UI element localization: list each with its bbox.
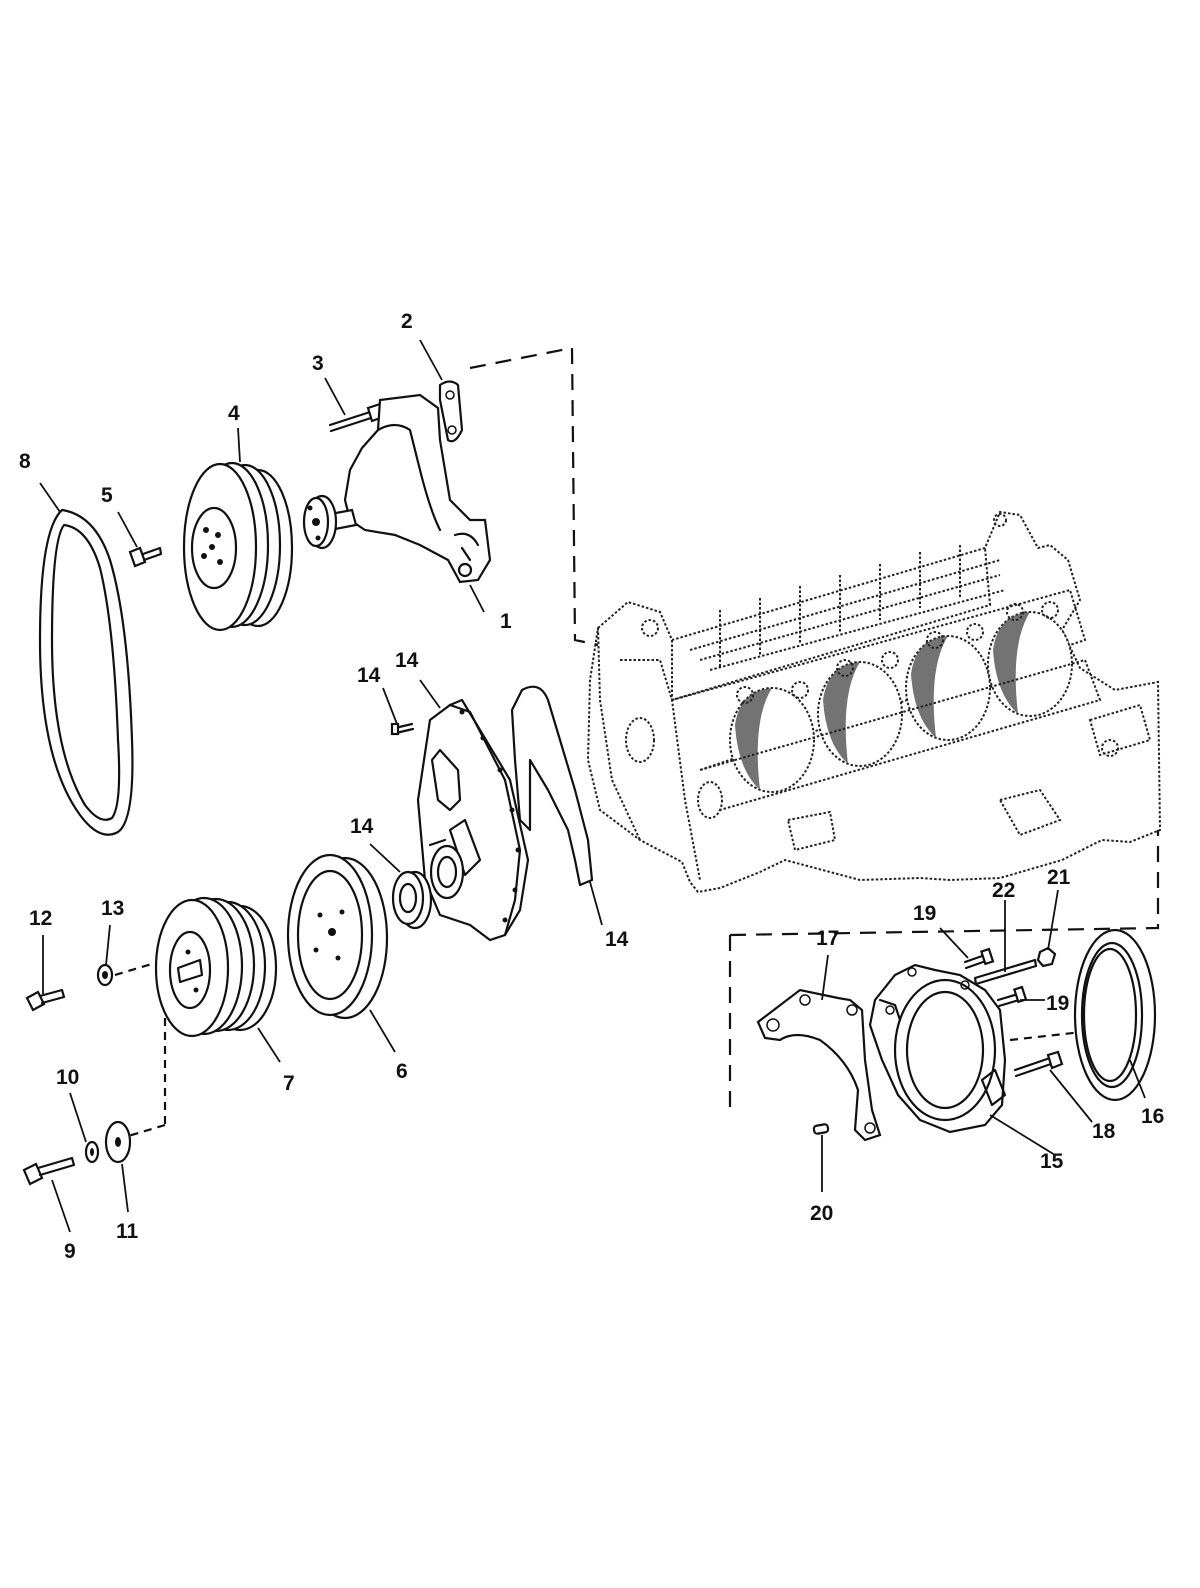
callout-13: 13 xyxy=(101,897,124,920)
rear-main-seal-icon xyxy=(1073,928,1157,1102)
callout-16: 16 xyxy=(1141,1105,1164,1128)
cylinder-bores xyxy=(729,611,1073,793)
harmonic-balancer-icon xyxy=(286,853,389,1020)
bolt-18-icon xyxy=(1013,1050,1064,1078)
timing-cover-icon xyxy=(416,698,530,942)
screw-19a-icon xyxy=(963,947,995,970)
callout-14-cover-bolt: 14 xyxy=(357,664,381,687)
dowel-pin-20-icon xyxy=(812,1123,830,1135)
pulley-icon xyxy=(182,461,294,632)
crankshaft-oil-seal-icon xyxy=(391,870,433,930)
water-pump-alignment-line xyxy=(469,346,599,647)
callout-14-seal: 14 xyxy=(350,815,374,838)
screw-19b-icon xyxy=(996,985,1028,1008)
nut-21-icon xyxy=(1036,946,1057,968)
bolt-9-icon xyxy=(22,1156,76,1186)
callout-19-upper: 19 xyxy=(913,902,936,925)
bolt-5-icon xyxy=(128,546,163,568)
bolt-12-icon xyxy=(25,988,66,1012)
callout-4: 4 xyxy=(228,402,240,425)
water-pump-icon xyxy=(302,393,492,584)
callout-2: 2 xyxy=(401,310,413,333)
bolt-3-icon xyxy=(328,402,385,433)
callout-7: 7 xyxy=(283,1072,295,1095)
callout-12: 12 xyxy=(29,907,52,930)
callout-5: 5 xyxy=(101,484,113,507)
timing-cover-gasket-icon xyxy=(510,685,594,887)
belt-icon xyxy=(38,508,134,836)
callout-15: 15 xyxy=(1040,1150,1064,1173)
callout-18: 18 xyxy=(1092,1120,1116,1143)
callout-22: 22 xyxy=(992,879,1015,902)
callout-1: 1 xyxy=(500,610,512,633)
seal-retainer-icon xyxy=(868,963,1007,1134)
lock-washer-10-icon xyxy=(84,1140,100,1164)
timing-cover-bolt-icon xyxy=(390,722,415,736)
callout-8: 8 xyxy=(19,450,31,473)
washer-11-icon xyxy=(104,1120,132,1164)
water-pump-gasket-icon xyxy=(438,380,464,443)
callout-9: 9 xyxy=(64,1240,76,1263)
callout-6: 6 xyxy=(396,1060,408,1083)
callout-20: 20 xyxy=(810,1202,833,1225)
callout-14-gasket: 14 xyxy=(605,928,629,951)
callout-14-cover: 14 xyxy=(395,649,419,672)
leader-lines xyxy=(39,339,1146,1233)
rear-seal-alignment-line xyxy=(728,830,1160,1112)
callout-3: 3 xyxy=(312,352,324,375)
callout-17: 17 xyxy=(816,927,839,950)
washer-13-icon xyxy=(96,963,114,987)
callout-10: 10 xyxy=(56,1066,79,1089)
callout-11: 11 xyxy=(116,1220,139,1243)
callout-21: 21 xyxy=(1047,866,1071,889)
callout-labels: 1 2 3 4 5 6 7 8 9 10 11 12 13 14 14 14 1… xyxy=(19,310,1164,1263)
crankshaft-pulley-icon xyxy=(154,896,278,1038)
seal-retainer-gasket-icon xyxy=(756,988,882,1142)
callout-19-lower: 19 xyxy=(1046,992,1069,1015)
engine-block-icon xyxy=(586,510,1162,894)
